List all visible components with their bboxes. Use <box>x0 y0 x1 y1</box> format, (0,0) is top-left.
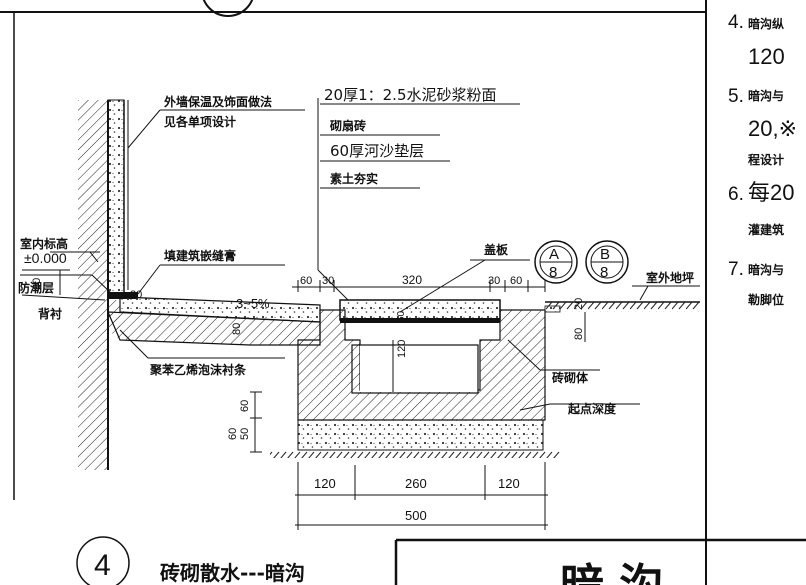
sheet-frame <box>0 0 707 585</box>
top-dim-4: 30 <box>488 275 500 287</box>
layer-3: 60厚河沙垫层 <box>330 142 424 160</box>
note-5-line2: 20,※ <box>748 116 797 141</box>
leaders <box>20 98 700 411</box>
dim-50-cover: 50 <box>396 310 407 322</box>
note-7-line2: 勒脚位 <box>748 292 784 307</box>
dpc-label: 防潮层 <box>18 280 54 295</box>
slope-label: 3~5% <box>236 296 270 311</box>
dimensions <box>22 269 586 530</box>
note-5-line1: 暗沟与 <box>748 88 784 103</box>
layer-4: 素土夯实 <box>330 171 378 186</box>
dim-20-right: 20 <box>573 298 585 310</box>
dim-20-small: 20 <box>130 289 142 301</box>
building-wall <box>78 99 138 470</box>
note-5-line3: 程设计 <box>748 152 784 167</box>
masonry-label: 砖砌体 <box>552 370 589 385</box>
floor-level-value: ±0.000 <box>24 250 67 266</box>
floor-level-label: 室内标高 <box>20 236 68 251</box>
note-4-line1: 暗沟纵 <box>748 16 784 31</box>
drawing-labels: 外墙保温及饰面做法 见各单项设计 室内标高 ±0.000 60 防潮层 背衬 填… <box>18 86 694 523</box>
detail-number: 4 <box>94 549 111 582</box>
note-6-line2: 灌建筑 <box>747 222 784 237</box>
note-5-num: 5. <box>728 86 744 107</box>
detail-marker-a[interactable] <box>534 240 578 284</box>
left-dim-50: 50 <box>239 428 251 440</box>
detail-marker-b[interactable] <box>585 240 629 284</box>
left-dim-60a: 60 <box>239 400 251 412</box>
detail-b-bottom: 8 <box>600 264 608 281</box>
top-dim-5: 60 <box>510 275 522 287</box>
bottom-total: 500 <box>405 508 427 523</box>
detail-b-top: B <box>600 246 610 263</box>
drain-body <box>270 299 700 458</box>
dim-80-slab: 80 <box>231 323 243 335</box>
dim-120-inner: 120 <box>396 340 408 358</box>
apron-slab <box>107 296 321 346</box>
dim-60-left: 60 <box>31 278 43 290</box>
bottom-dim-2: 260 <box>405 476 427 491</box>
detail-title: 砖砌散水---暗沟 <box>160 561 305 585</box>
outdoor-label: 室外地坪 <box>646 270 694 285</box>
top-dim-1: 60 <box>300 275 312 287</box>
big-title: 暗 沟 <box>560 560 663 585</box>
detail-a-top: A <box>549 246 559 263</box>
note-7-num: 7. <box>728 259 744 280</box>
sealant-label: 填建筑嵌缝膏 <box>164 248 236 263</box>
cover-label: 盖板 <box>484 242 509 257</box>
bottom-dim-1: 120 <box>314 476 336 491</box>
top-dim-2: 30 <box>322 275 334 287</box>
dim-80-right: 80 <box>573 328 585 340</box>
left-dim-60b: 60 <box>227 428 239 440</box>
bottom-dim-3: 120 <box>498 476 520 491</box>
note-4-num: 4. <box>728 12 744 33</box>
wall-finish-label: 外墙保温及饰面做法 <box>164 94 272 109</box>
detail-a-bottom: 8 <box>549 264 557 281</box>
notes-column: 4. 暗沟纵 120 5. 暗沟与 20,※ 程设计 6. 每20 灌建筑 7.… <box>728 12 797 307</box>
detail-title-block: 4 砖砌散水---暗沟 暗 沟 <box>76 536 806 585</box>
note-4-line2: 120 <box>748 44 785 69</box>
note-6-num: 6. <box>728 184 744 205</box>
note-7-line1: 暗沟与 <box>748 262 784 277</box>
note-6-line1: 每20 <box>748 180 794 205</box>
layer-1: 20厚1：2.5水泥砂浆粉面 <box>324 86 497 104</box>
foam-strip-label: 聚苯乙烯泡沫衬条 <box>149 362 247 377</box>
start-depth-label: 起点深度 <box>567 401 617 416</box>
wall-finish-note: 见各单项设计 <box>164 114 236 129</box>
backer-label: 背衬 <box>38 306 62 321</box>
layer-2: 砌扇砖 <box>329 118 366 133</box>
top-dim-3: 320 <box>402 273 422 287</box>
